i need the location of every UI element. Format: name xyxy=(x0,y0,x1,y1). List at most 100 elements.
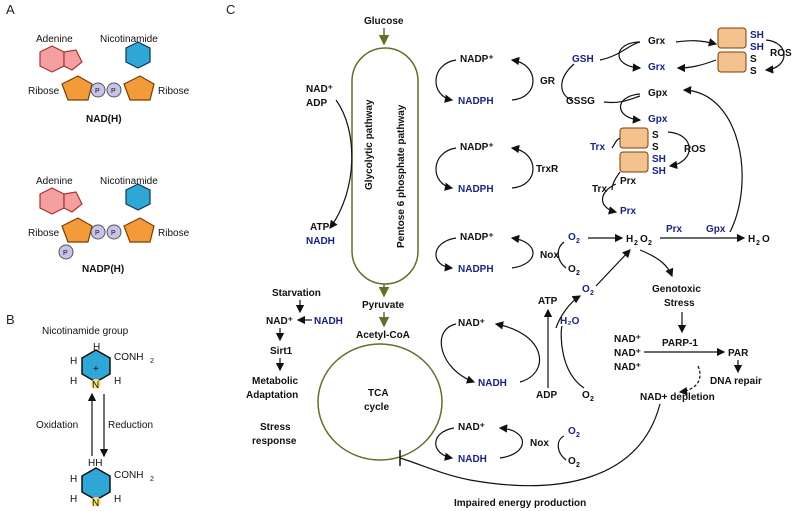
phosphate-1-label: P xyxy=(95,88,100,95)
glycolytic-label: Glycolytic pathway xyxy=(364,99,375,190)
ribose-right-pentagon-2 xyxy=(123,217,155,243)
acetyl-coa-label: Acetyl-CoA xyxy=(356,330,410,341)
nad-title: NAD(H) xyxy=(86,114,122,125)
gsh-label: GSH xyxy=(572,54,594,65)
grx-ros-arc xyxy=(675,38,718,47)
h-right-2: H xyxy=(114,494,121,505)
conh2-subscript: 2 xyxy=(150,358,154,365)
etc-o2-sub: 2 xyxy=(590,396,594,403)
h2o2-o: O xyxy=(640,234,648,245)
glyc-adp: ADP xyxy=(306,98,327,109)
bottom-nad-arc xyxy=(435,427,455,461)
panel-a-label: A xyxy=(6,2,15,17)
o2-3: O xyxy=(568,456,576,467)
oxidized-n-circle xyxy=(91,379,101,389)
phosphate-4 xyxy=(106,224,122,240)
grx-gsh-arc xyxy=(599,41,641,61)
sirt1-label: Sirt1 xyxy=(270,346,293,357)
nadh-to-nad-arc xyxy=(494,321,541,383)
nadph-1: NADPH xyxy=(458,96,494,107)
nadp-arc-2 xyxy=(435,147,457,191)
o2-to-h2o-arc xyxy=(560,325,585,389)
plus-sign: + xyxy=(93,364,99,375)
glyc-nad-plus: NAD⁺ xyxy=(306,84,333,95)
s-4: S xyxy=(652,142,659,153)
glyc-arc xyxy=(329,99,353,229)
ros-loop-2 xyxy=(667,131,690,170)
parp-label: PARP-1 xyxy=(662,338,698,349)
glyc-atp: ATP xyxy=(310,222,330,233)
cycle-label: cycle xyxy=(364,402,389,413)
h-top: H xyxy=(93,342,100,353)
phosphate-2-label: P xyxy=(111,88,116,95)
adenine-pentagon-2 xyxy=(63,191,83,213)
phosphate-3 xyxy=(90,224,106,240)
adaptation-label: Adaptation xyxy=(246,390,298,401)
ribose-right-label-2: Ribose xyxy=(158,228,190,239)
reduced-n-circle xyxy=(91,497,101,507)
bottom-nad-plus: NAD⁺ xyxy=(458,422,485,433)
stress-label: Stress xyxy=(260,422,291,433)
h2o2-sub2: 2 xyxy=(648,240,652,247)
nadp-plus-1: NADP⁺ xyxy=(460,54,494,65)
adenine-label: Adenine xyxy=(36,34,73,45)
h2o-o: O xyxy=(762,234,770,245)
nox-arc-1 xyxy=(510,234,534,269)
phosphate-1 xyxy=(90,82,106,98)
gpx-label-3: Gpx xyxy=(706,224,726,235)
gpx-label-1: Gpx xyxy=(648,88,668,99)
s-3: S xyxy=(652,130,659,141)
prx-label-3: Prx xyxy=(666,224,683,235)
phosphate-5-label: P xyxy=(63,250,68,257)
glucose-label: Glucose xyxy=(364,16,404,27)
superoxide-to-h2o2-arrow-2 xyxy=(595,249,631,287)
sh-4: SH xyxy=(652,166,666,177)
h-left-2: H xyxy=(70,376,77,387)
nadph-2: NADPH xyxy=(458,184,494,195)
conh2-subscript-2: 2 xyxy=(150,476,154,483)
protein-trx: S S SH SH ROS xyxy=(611,127,706,191)
trxr-arc xyxy=(510,144,534,189)
superoxide-1: O xyxy=(568,232,576,243)
adenine-pentagon xyxy=(63,49,83,71)
sh-1: SH xyxy=(750,30,764,41)
ribose-right-pentagon xyxy=(123,75,155,101)
nadp-cycle-1: NADP⁺ NADPH GR xyxy=(435,54,556,107)
protein-trx-box-1 xyxy=(619,127,649,149)
phosphate-5 xyxy=(58,244,74,260)
nadp-structure: Adenine Nicotinamide P P P Ribose Ribose… xyxy=(28,176,190,275)
genotoxic-label: Genotoxic xyxy=(652,284,701,295)
h-left-4: H xyxy=(70,494,77,505)
etc-h2o: H₂O xyxy=(560,316,580,327)
nox-label-2: Nox xyxy=(530,438,549,449)
ppp-label: Pentose 6 phosphate pathway xyxy=(396,104,407,248)
nadp-arc-1 xyxy=(435,59,457,103)
nicotinamide-group-title: Nicotinamide group xyxy=(42,326,129,337)
nadp-plus-3: NADP⁺ xyxy=(460,232,494,243)
sh-2: SH xyxy=(750,42,764,53)
tca-cycle-circle xyxy=(317,343,443,461)
ribose-left-pentagon xyxy=(61,75,93,101)
gpx-label-2: Gpx xyxy=(648,114,668,125)
panel-c-label: C xyxy=(226,2,235,17)
nadp-title: NADP(H) xyxy=(82,264,124,275)
grx-label-blue: Grx xyxy=(648,62,666,73)
metabolic-label: Metabolic xyxy=(252,376,299,387)
nicotinamide-hexagon xyxy=(125,41,151,69)
genotoxic-stress-label: Stress xyxy=(664,298,695,309)
nicotinamide-hexagon-2 xyxy=(125,183,151,211)
ros-loop-1 xyxy=(764,39,785,74)
oxidized-ring: N + H H H H CONH 2 xyxy=(70,342,154,391)
gssg-gpx-arc xyxy=(603,95,641,104)
adenine-label-2: Adenine xyxy=(36,176,73,187)
h2o2-label: H xyxy=(626,234,633,245)
tca-nad-arc xyxy=(440,323,476,384)
etc-atp: ATP xyxy=(538,296,558,307)
starvation-label: Starvation xyxy=(272,288,321,299)
h2o-sub: 2 xyxy=(756,240,760,247)
pathway-loop xyxy=(351,47,419,285)
protein-trx-box-2 xyxy=(619,151,649,173)
reduced-ring: N HH H H H CONH 2 xyxy=(70,458,154,509)
